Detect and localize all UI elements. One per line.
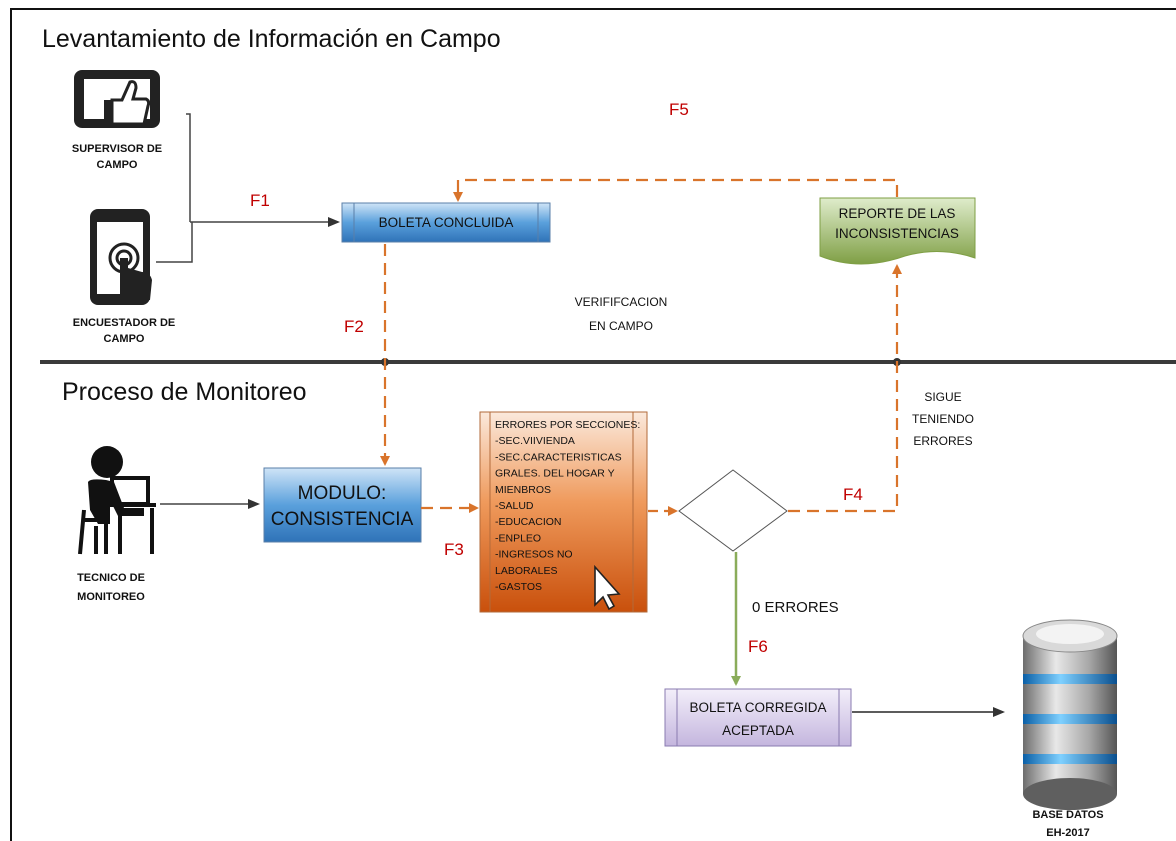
errores-line: GRALES. DEL HOGAR Y	[495, 468, 615, 480]
errores-line: -SEC.VIIVIENDA	[495, 435, 575, 447]
modulo-consistencia-box	[263, 467, 422, 543]
reporte-label-2: INCONSISTENCIAS	[835, 226, 959, 241]
supervisor-label-2: CAMPO	[97, 159, 138, 171]
boleta-corregida-label-2: ACEPTADA	[722, 723, 794, 738]
sigue-label-3: ERRORES	[913, 434, 972, 448]
errores-line: -GASTOS	[495, 581, 542, 593]
diagram-frame	[10, 8, 1176, 841]
flow-label-f4: F4	[843, 485, 863, 504]
reporte-document-shape	[819, 197, 976, 265]
tecnico-label-2: MONITOREO	[77, 591, 145, 603]
lane-title-field: Levantamiento de Información en Campo	[42, 25, 501, 53]
verificacion-label-2: EN CAMPO	[589, 319, 653, 333]
modulo-label-2: CONSISTENCIA	[271, 509, 414, 530]
lane-title-monitoring: Proceso de Monitoreo	[62, 378, 307, 406]
verificacion-label: VERIFIFCACION	[575, 295, 668, 309]
errores-line: -ENPLEO	[495, 532, 541, 544]
smartphone-touch-icon	[90, 209, 152, 305]
encuestador-connector	[156, 222, 193, 263]
errores-line: ERRORES POR SECCIONES:	[495, 419, 640, 431]
tablet-thumbs-up-icon	[74, 70, 160, 128]
sigue-label-2: TENIENDO	[912, 412, 974, 426]
boleta-concluida-label: BOLETA CONCLUIDA	[379, 215, 514, 230]
database-label-2: EH-2017	[1046, 827, 1089, 839]
encuestador-label: ENCUESTADOR DE	[73, 317, 175, 329]
errores-line: LABORALES	[495, 565, 557, 577]
f4-arrow	[788, 264, 902, 513]
flow-label-f6: F6	[748, 637, 768, 656]
sigue-label: SIGUE	[924, 390, 961, 404]
errores-line: -SEC.CARACTERISTICAS	[495, 451, 622, 463]
errores-line: -EDUCACION	[495, 516, 562, 528]
supervisor-connector	[186, 113, 191, 222]
errores-por-secciones-box	[479, 411, 648, 613]
flow-label-f1: F1	[250, 191, 270, 210]
cero-errores-label: 0 ERRORES	[752, 599, 839, 616]
flow-label-f3: F3	[444, 540, 464, 559]
boleta-corregida-label: BOLETA CORREGIDA	[689, 700, 826, 715]
boleta-concluida-box	[341, 202, 551, 243]
mouse-cursor-icon	[594, 564, 621, 611]
flow-label-f5: F5	[669, 100, 689, 119]
reporte-label: REPORTE DE LAS	[839, 206, 956, 221]
database-label: BASE DATOS	[1032, 809, 1103, 821]
encuestador-label-2: CAMPO	[104, 333, 145, 345]
errores-text-group: ERRORES POR SECCIONES: -SEC.VIIVIENDA -SEC…	[495, 419, 640, 593]
database-icon	[1022, 619, 1118, 810]
technician-at-laptop-icon	[78, 446, 156, 555]
modulo-label: MODULO:	[298, 483, 387, 504]
errores-line: -INGRESOS NO	[495, 549, 573, 561]
errores-line: -SALUD	[495, 500, 534, 512]
f5-arrow	[453, 178, 899, 202]
boleta-corregida-box	[664, 688, 852, 747]
errores-line: MIENBROS	[495, 484, 551, 496]
decision-diamond	[678, 469, 788, 552]
supervisor-label: SUPERVISOR DE	[72, 143, 162, 155]
tecnico-label: TECNICO DE	[77, 572, 145, 584]
flow-label-f2: F2	[344, 317, 364, 336]
